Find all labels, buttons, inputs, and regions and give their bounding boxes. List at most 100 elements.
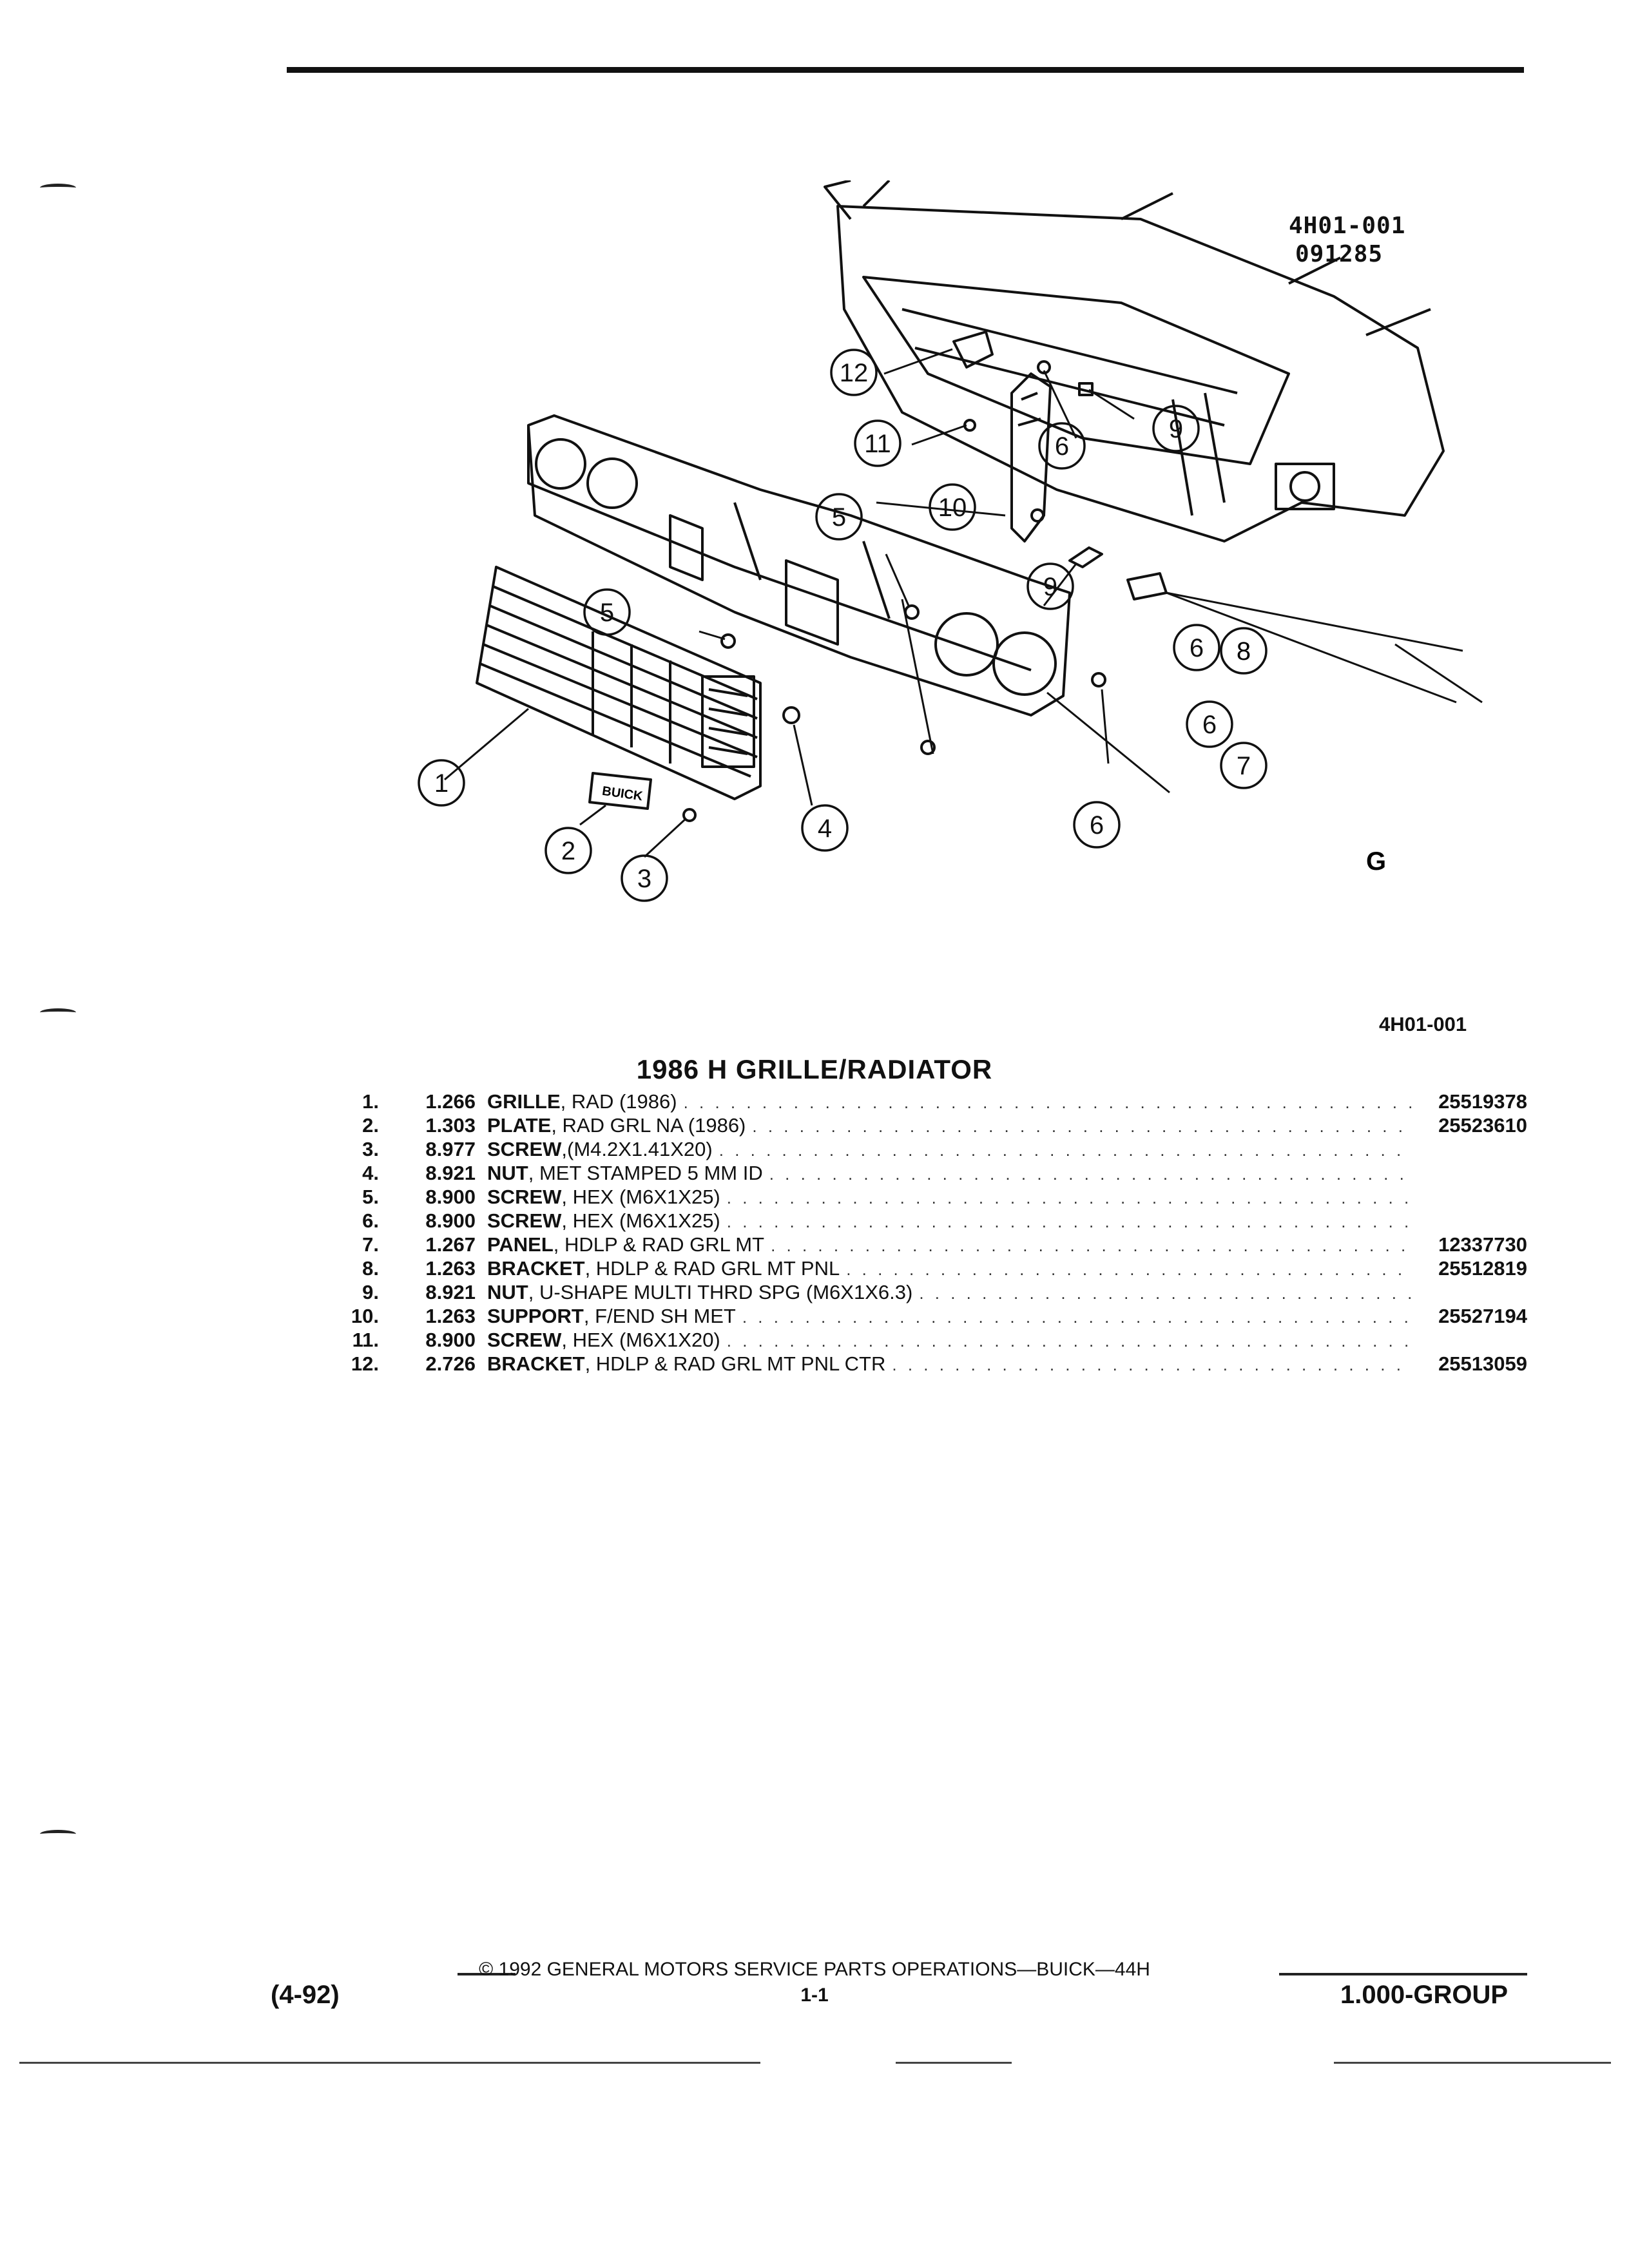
leader-dots: . . . . . . . . . . . . . . . . . . . . … <box>726 1331 1411 1350</box>
callout-3: 3 <box>637 865 651 893</box>
grille-illustration <box>476 566 762 800</box>
part-name: PANEL <box>487 1233 554 1256</box>
callout-11: 11 <box>864 430 891 458</box>
parts-list-row: 12. 2.726 BRACKET, HDLP & RAD GRL MT PNL C… <box>335 1352 1527 1376</box>
item-number: 12. <box>351 1352 379 1375</box>
callout-6a: 6 <box>1090 811 1104 840</box>
leader-dots: . . . . . . . . . . . . . . . . . . . . … <box>742 1307 1411 1327</box>
emblem-plate-illustration <box>588 772 652 810</box>
callout-9b: 9 <box>1169 415 1183 443</box>
leader-dots: . . . . . . . . . . . . . . . . . . . . … <box>683 1093 1411 1112</box>
callout-8-badge: 8 <box>1220 627 1268 675</box>
corner-mark: G <box>1366 847 1386 876</box>
page-title: 1986 H GRILLE/RADIATOR <box>636 1054 993 1084</box>
bottom-rule-left <box>19 2062 760 2064</box>
group-number: 8.921 <box>425 1162 476 1184</box>
item-number: 6. <box>362 1209 379 1232</box>
part-name: SUPPORT <box>487 1305 584 1327</box>
callout-8-label: 8 <box>1237 637 1251 666</box>
figure-ref: 4H01-001 <box>1379 1013 1467 1035</box>
leader-dots: . . . . . . . . . . . . . . . . . . . . … <box>752 1117 1411 1136</box>
margin-mark <box>40 184 76 192</box>
group-number: 8.977 <box>425 1138 476 1160</box>
part-name: BRACKET <box>487 1352 585 1375</box>
item-number: 1. <box>362 1090 379 1113</box>
parts-list-row: 4. 8.921 NUT, MET STAMPED 5 MM ID . . . . .… <box>335 1162 1527 1186</box>
item-number: 8. <box>362 1257 379 1280</box>
part-name: NUT <box>487 1281 528 1303</box>
group-number: 8.900 <box>425 1329 476 1351</box>
item-number: 5. <box>362 1186 379 1208</box>
callout-6b: 6 <box>1190 634 1204 662</box>
part-number: 25519378 <box>1438 1090 1527 1113</box>
group-number: 1.263 <box>425 1257 476 1280</box>
callout-5a: 5 <box>600 599 614 627</box>
leader-dots: . . . . . . . . . . . . . . . . . . . . … <box>771 1236 1411 1255</box>
part-description: , RAD GRL NA (1986) <box>551 1114 746 1137</box>
part-description: , HEX (M6X1X20) <box>561 1329 720 1351</box>
leader-dots: . . . . . . . . . . . . . . . . . . . . … <box>718 1140 1411 1160</box>
leader-dots: . . . . . . . . . . . . . . . . . . . . … <box>892 1355 1411 1374</box>
callout-1: 1 <box>434 769 448 798</box>
part-name: PLATE <box>487 1114 552 1137</box>
leader-dots: . . . . . . . . . . . . . . . . . . . . … <box>919 1283 1411 1303</box>
footer-date-code: (4-92) <box>271 1981 340 2009</box>
part-name: SCREW <box>487 1329 562 1351</box>
group-number: 8.900 <box>425 1209 476 1232</box>
part-number: 25527194 <box>1438 1305 1527 1327</box>
exploded-parts-diagram: 1 2 3 4 5 5 6 6 6 6 7 8 9 9 10 11 12 BUI… <box>400 179 1495 928</box>
part-name: SCREW <box>487 1186 562 1208</box>
part-description: , HEX (M6X1X25) <box>561 1209 720 1232</box>
callout-5b: 5 <box>832 503 846 532</box>
part-description: ,(M4.2X1.41X20) <box>561 1138 713 1160</box>
leader-lines <box>444 348 1483 858</box>
footer-line-left <box>458 1973 516 1975</box>
parts-list-row: 3. 8.977 SCREW,(M4.2X1.41X20). . . . . . .… <box>335 1138 1527 1162</box>
callout-circles <box>418 349 1268 902</box>
item-number: 9. <box>362 1281 379 1303</box>
footer-group: 1.000-GROUP <box>1340 1981 1509 2009</box>
mount-panel-illustration <box>527 414 1071 716</box>
part-name: SCREW <box>487 1138 562 1160</box>
part-number: 25523610 <box>1438 1114 1527 1137</box>
group-number: 8.900 <box>425 1186 476 1208</box>
group-number: 2.726 <box>425 1352 476 1375</box>
group-number: 1.266 <box>425 1090 476 1113</box>
leader-dots: . . . . . . . . . . . . . . . . . . . . … <box>769 1164 1411 1184</box>
part-name: NUT <box>487 1162 528 1184</box>
callout-numbers: 1 2 3 4 5 5 6 6 6 6 7 8 9 9 10 11 12 <box>434 359 1251 893</box>
callout-9a: 9 <box>1043 573 1057 601</box>
diagram-ref-date: 091285 <box>1295 241 1383 267</box>
parts-list-row: 11. 8.900 SCREW, HEX (M6X1X20) . . . . . . … <box>335 1329 1527 1352</box>
leader-dots: . . . . . . . . . . . . . . . . . . . . … <box>726 1212 1411 1231</box>
part-name: GRILLE <box>487 1090 561 1113</box>
part-description: , F/END SH MET <box>583 1305 736 1327</box>
item-number: 10. <box>351 1305 379 1327</box>
part-name: BRACKET <box>487 1257 585 1280</box>
footer-copyright: © 1992 GENERAL MOTORS SERVICE PARTS OPER… <box>479 1959 1150 1980</box>
part-number: 25512819 <box>1438 1257 1527 1280</box>
part-description: , HDLP & RAD GRL MT PNL CTR <box>584 1352 886 1375</box>
emblem-text: BUICK <box>601 784 644 804</box>
item-number: 11. <box>352 1329 379 1351</box>
callout-2: 2 <box>561 837 575 865</box>
diagram-ref-code: 4H01-001 <box>1289 213 1406 239</box>
part-description: , U-SHAPE MULTI THRD SPG (M6X1X6.3) <box>528 1281 913 1303</box>
group-number: 1.303 <box>425 1114 476 1137</box>
part-description: , HDLP & RAD GRL MT PNL <box>584 1257 840 1280</box>
item-number: 3. <box>362 1138 379 1160</box>
callout-12: 12 <box>840 359 869 387</box>
part-description: , MET STAMPED 5 MM ID <box>528 1162 763 1184</box>
item-number: 4. <box>362 1162 379 1184</box>
margin-mark <box>40 1008 76 1017</box>
part-number: 12337730 <box>1438 1233 1527 1256</box>
